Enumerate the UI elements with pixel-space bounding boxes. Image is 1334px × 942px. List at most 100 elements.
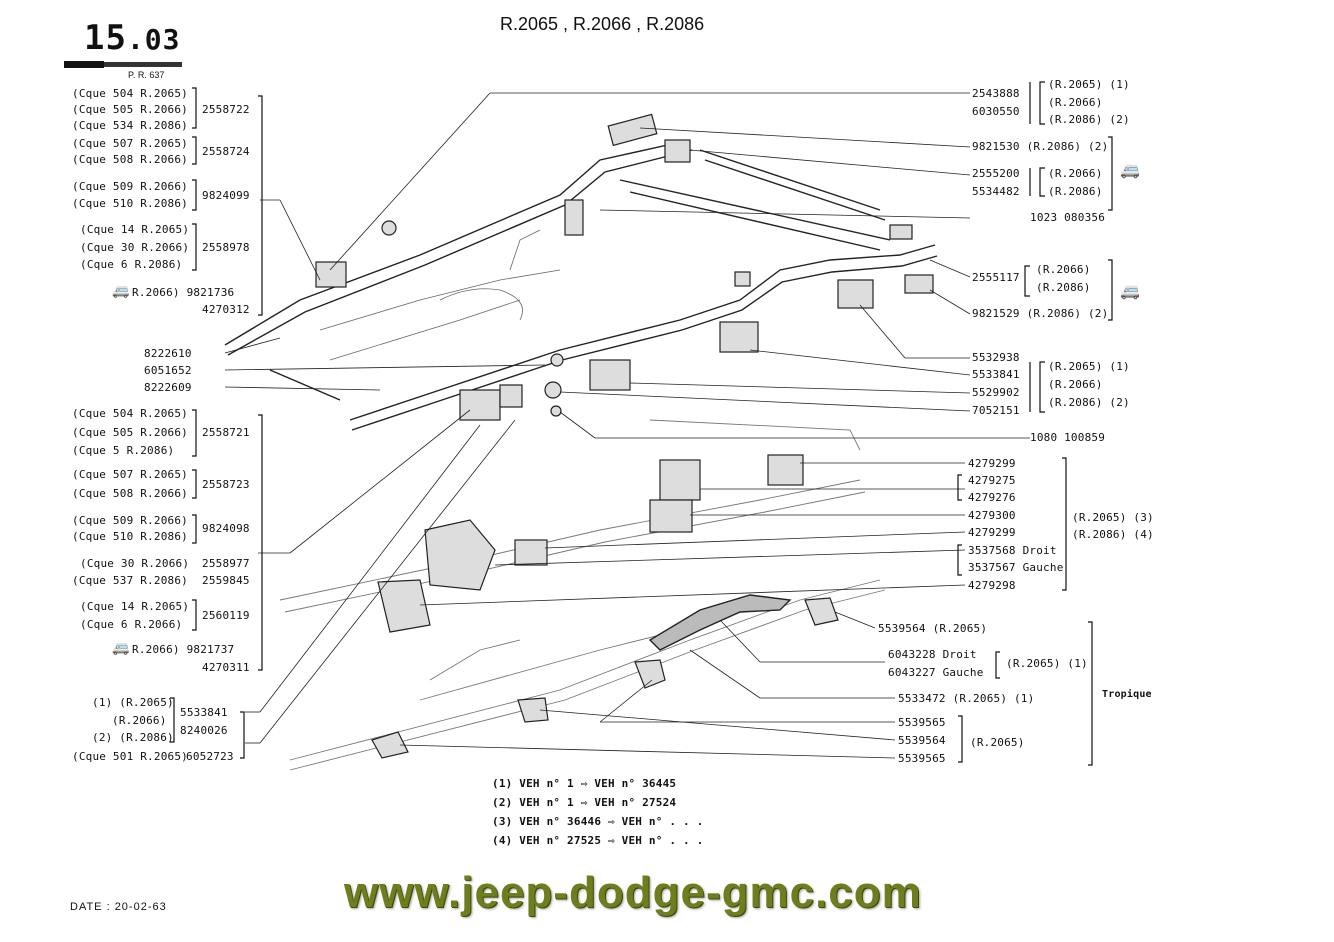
label-cque-6b: (Cque 6 R.2066)	[80, 618, 183, 631]
part-6043228: 6043228 Droit	[888, 648, 977, 661]
bracket-4279299	[767, 454, 804, 486]
part-3537567: 3537567 Gauche	[968, 561, 1064, 574]
label-cque-14b: (Cque 14 R.2065)	[80, 600, 190, 613]
part-2543888: 2543888	[972, 87, 1020, 100]
side-rail-left	[224, 139, 691, 346]
footnote-4: (4) VEH n° 27525 ⇨ VEH n° . . .	[492, 834, 704, 847]
part-6043227: 6043227 Gauche	[888, 666, 984, 679]
model-r2065-3: (R.2065) (3)	[1072, 511, 1154, 524]
part-4270312: 4270312	[202, 303, 250, 316]
header-rule-dark	[64, 61, 104, 68]
mount-5529902	[589, 359, 631, 391]
model-r2066d: (R.2066)	[1048, 378, 1103, 391]
part-5533472: 5533472 (R.2065) (1)	[898, 692, 1035, 705]
part-9821736: R.2066) 9821736	[132, 286, 235, 299]
label-cque-534: (Cque 534 R.2086)	[72, 119, 188, 132]
van-icon: 🚐	[112, 640, 130, 656]
mount-9821736	[315, 261, 347, 288]
part-7052151: 7052151	[972, 404, 1020, 417]
part-2555200: 2555200	[972, 167, 1020, 180]
label-cque-6: (Cque 6 R.2086)	[80, 258, 183, 271]
part-3537568: 3537568 Droit	[968, 544, 1057, 557]
part-4279276: 4279276	[968, 491, 1016, 504]
mount-2543888	[889, 224, 913, 240]
frame-drawing	[224, 113, 938, 771]
label-cque-505b: (Cque 505 R.2066)	[72, 426, 188, 439]
part-5539565: 5539565	[898, 716, 946, 729]
mount-9821529	[904, 274, 934, 294]
mount-2555200	[664, 139, 691, 163]
tropique-5539564b	[517, 697, 549, 723]
part-9821530: 9821530 (R.2086) (2)	[972, 140, 1109, 153]
footnote-1: (1) VEH n° 1 ⇨ VEH n° 36445	[492, 777, 677, 790]
part-1080100859: 1080 100859	[1030, 431, 1106, 444]
mount-1023080356	[564, 199, 584, 236]
model-r2065-1: (R.2065) (1)	[1048, 78, 1130, 91]
model-r2065-1b: (R.2065) (1)	[1048, 360, 1130, 373]
label-cque-537: (Cque 537 R.2086)	[72, 574, 188, 587]
part-5533841: 5533841	[180, 706, 228, 719]
label-cque-509: (Cque 509 R.2066)	[72, 180, 188, 193]
model-r2086-4: (R.2086) (4)	[1072, 528, 1154, 541]
label-cque-5: (Cque 5 R.2086)	[72, 444, 175, 457]
part-2559845: 2559845	[202, 574, 250, 587]
model-r2066c: (R.2066)	[1036, 263, 1091, 276]
part-5529902: 5529902	[972, 386, 1020, 399]
front-bracket	[269, 369, 341, 401]
model-r2065-1c: (R.2065) (1)	[1006, 657, 1088, 670]
tropique-5539565	[634, 659, 666, 689]
braces	[170, 81, 1113, 766]
label-cque-14: (Cque 14 R.2065)	[80, 223, 190, 236]
nut-1080100859	[550, 405, 562, 417]
part-4270311: 4270311	[202, 661, 250, 674]
plate-bracket	[499, 384, 523, 408]
model-r2065: (R.2065)	[970, 736, 1025, 749]
model-r2086b: (R.2086)	[1048, 185, 1103, 198]
label-footnote-1-r2065: (1) (R.2065)	[92, 696, 174, 709]
part-5539564: 5539564 (R.2065)	[878, 622, 988, 635]
part-2560119: 2560119	[202, 609, 250, 622]
label-cque-30b: (Cque 30 R.2066)	[80, 557, 190, 570]
part-8222609: 8222609	[144, 381, 192, 394]
bracket-4279299b	[514, 539, 548, 566]
bolt-6051652	[550, 353, 564, 367]
bracket-3537568	[424, 519, 496, 591]
part-4279299: 4279299	[968, 457, 1016, 470]
label-cque-509b: (Cque 509 R.2066)	[72, 514, 188, 527]
van-icon: 🚐	[1120, 281, 1141, 300]
tropique-5539565b	[371, 731, 409, 759]
washer-7052151	[544, 381, 562, 399]
van-icon: 🚐	[1120, 160, 1141, 179]
part-8222610: 8222610	[144, 347, 192, 360]
tropique-arm	[648, 594, 792, 651]
parts	[315, 113, 934, 759]
part-2558722: 2558722	[202, 103, 250, 116]
spacer	[734, 271, 751, 287]
model-r2066: (R.2066)	[1048, 96, 1103, 109]
label-cque-508: (Cque 508 R.2066)	[72, 153, 188, 166]
label-cque-30: (Cque 30 R.2066)	[80, 241, 190, 254]
part-2558724: 2558724	[202, 145, 250, 158]
label-cque-504b: (Cque 504 R.2065)	[72, 407, 188, 420]
cross-member-upper	[699, 149, 881, 211]
footnote-2: (2) VEH n° 1 ⇨ VEH n° 27524	[492, 796, 677, 809]
watermark-url: www.jeep-dodge-gmc.com	[344, 868, 922, 917]
part-2558978: 2558978	[202, 241, 250, 254]
part-2558721: 2558721	[202, 426, 250, 439]
model-r2086c: (R.2086)	[1036, 281, 1091, 294]
date-label: DATE : 20-02-63	[70, 901, 167, 913]
label-cque-510: (Cque 510 R.2086)	[72, 197, 188, 210]
label-r2066: (R.2066)	[112, 714, 167, 727]
part-4279275: 4279275	[968, 474, 1016, 487]
page-title: R.2065 , R.2066 , R.2086	[500, 14, 705, 34]
part-2558723: 2558723	[202, 478, 250, 491]
footnote-3: (3) VEH n° 36446 ⇨ VEH n° . . .	[492, 815, 704, 828]
mount-5532938	[837, 279, 874, 309]
part-8240026: 8240026	[180, 724, 228, 737]
mount-left-2558721	[459, 389, 501, 421]
tropique-label: Tropique	[1102, 689, 1152, 700]
bracket-4279298	[377, 579, 431, 633]
label-cque-501: (Cque 501 R.2065)	[72, 750, 188, 763]
label-cque-507: (Cque 507 R.2065)	[72, 137, 188, 150]
